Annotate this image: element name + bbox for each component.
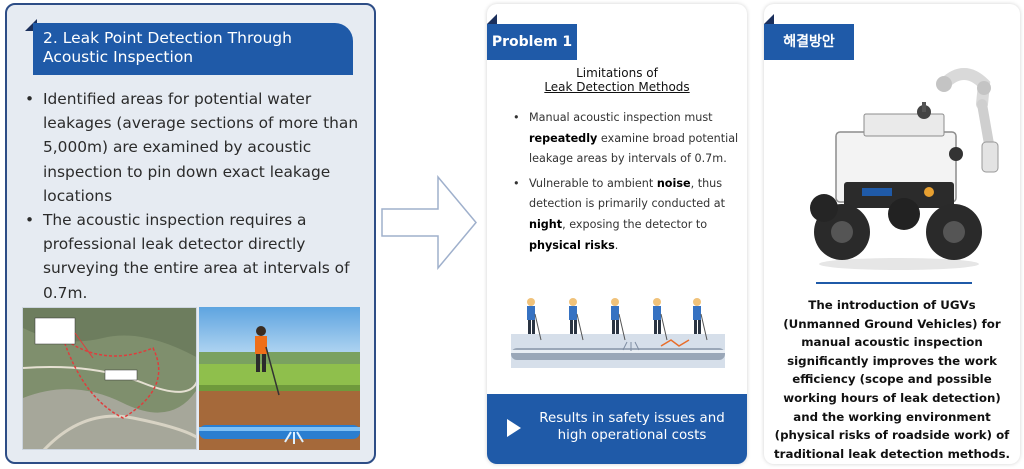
left-panel: 2. Leak Point Detection Through Acoustic… xyxy=(5,3,376,464)
left-bullet-list: Identified areas for potential water lea… xyxy=(25,87,365,305)
problem-bullet-list: Manual acoustic inspection must repeated… xyxy=(507,108,739,260)
left-bullet: The acoustic inspection requires a profe… xyxy=(25,208,365,305)
aerial-map-image xyxy=(22,307,197,450)
tab-notch xyxy=(764,14,774,24)
problem-bullet: Vulnerable to ambient noise, thus detect… xyxy=(507,174,739,256)
solution-tab: 해결방안 xyxy=(764,24,854,60)
tab-notch xyxy=(487,14,497,24)
heading-line-1: Limitations of xyxy=(576,66,658,80)
play-icon xyxy=(507,419,521,437)
problem-bullet: Manual acoustic inspection must repeated… xyxy=(507,108,739,170)
heading-line-2: Leak Detection Methods xyxy=(544,80,690,94)
inspection-illustration xyxy=(511,298,725,368)
ugv-robot-image xyxy=(810,68,999,270)
problem-tab: Problem 1 xyxy=(487,24,577,60)
left-bullet: Identified areas for potential water lea… xyxy=(25,87,365,208)
result-banner: Results in safety issues and high operat… xyxy=(487,394,747,464)
field-worker-image xyxy=(199,307,360,450)
result-text: Results in safety issues and high operat… xyxy=(539,411,725,443)
left-panel-title: 2. Leak Point Detection Through Acoustic… xyxy=(33,23,353,75)
arrow-right-icon xyxy=(381,175,477,270)
limitations-heading: Limitations of Leak Detection Methods xyxy=(517,66,717,94)
solution-text: The introduction of UGVs (Unmanned Groun… xyxy=(774,298,1010,461)
problem-panel: Problem 1 Limitations of Leak Detection … xyxy=(487,4,747,464)
divider xyxy=(816,282,972,284)
solution-panel: 해결방안 The introduct xyxy=(764,4,1020,464)
